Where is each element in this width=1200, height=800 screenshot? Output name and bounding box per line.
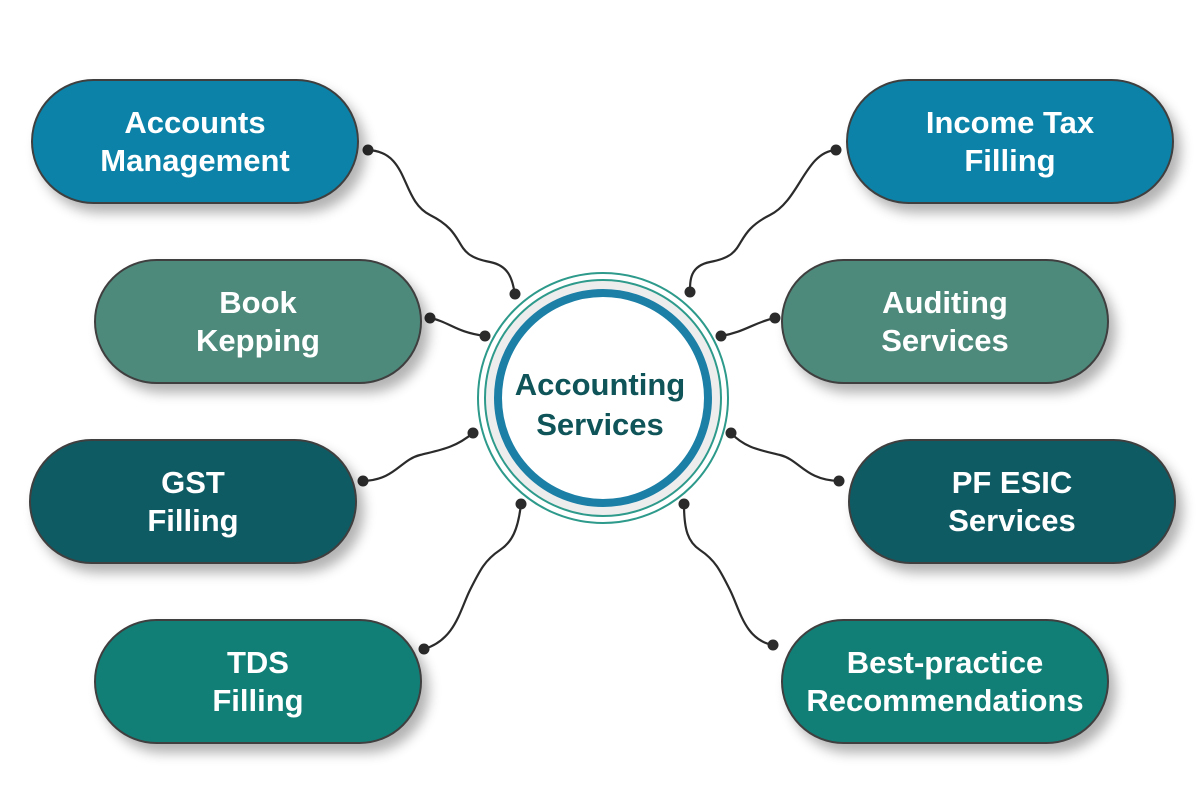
node-best-practice-recommendations: Best-practice Recommendations [781,619,1109,744]
connector-dot [769,312,781,324]
node-label: Best-practice Recommendations [806,644,1084,718]
node-label: Accounts Management [100,104,290,178]
node-label: Income Tax Filling [925,104,1095,178]
connector-dot [515,498,527,510]
node-tds-filling: TDS Filling [94,619,422,744]
connector-dot [678,498,690,510]
node-book-kepping: Book Kepping [94,259,422,384]
node-label: GST Filling [147,464,239,538]
node-auditing-services: Auditing Services [781,259,1109,384]
connector-line [688,148,837,293]
node-accounts-management: Accounts Management [31,79,359,204]
connector-dot [684,286,696,298]
connector-dot [715,330,727,342]
hub-circle [476,271,730,525]
node-label: Auditing Services [881,284,1009,358]
node-label: PF ESIC Services [948,464,1076,538]
connector-line [423,503,523,651]
node-gst-filling: GST Filling [29,439,357,564]
connector-dot [830,144,842,156]
connector-line [362,432,474,483]
connector-dot [509,288,521,300]
connector-dot [362,144,374,156]
connector-line [730,432,840,483]
connector-dot [725,427,737,439]
connector-dot [418,643,430,655]
connector-dot [357,475,369,487]
node-pf-esic-services: PF ESIC Services [848,439,1176,564]
connector-dot [467,427,479,439]
connector-dot [424,312,436,324]
connector-line [367,148,517,295]
connector-dot [833,475,845,487]
connector-line [682,503,774,647]
hub-rings [477,272,729,524]
connector-dot [767,639,779,651]
hub-title: Accounting Services [514,367,686,442]
connector-dot [479,330,491,342]
node-label: Book Kepping [196,284,320,358]
node-income-tax-filling: Income Tax Filling [846,79,1174,204]
node-label: TDS Filling [212,644,304,718]
